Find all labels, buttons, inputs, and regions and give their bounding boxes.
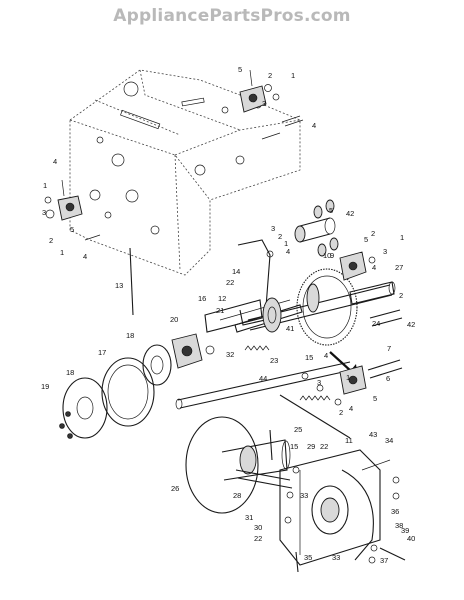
left-bearing-flange: [44, 179, 101, 241]
callout-label: 3: [383, 247, 387, 256]
callout-label: 4: [324, 351, 328, 360]
callout-label: 2: [339, 408, 343, 417]
callout-label: 26: [171, 484, 179, 493]
callout-label: 44: [259, 374, 267, 383]
callout-label: 33: [332, 553, 340, 562]
callout-label: 27: [395, 263, 403, 272]
callout-label: 5: [329, 206, 333, 215]
callout-label: 33: [300, 491, 308, 500]
callout-label: 4: [312, 121, 316, 130]
callout-label: 21: [216, 306, 224, 315]
callout-label: 24: [372, 319, 380, 328]
callout-label: 7: [387, 344, 391, 353]
callout-label: 18: [126, 331, 134, 340]
long-shaft: [175, 361, 353, 410]
callout-label: 4: [286, 247, 290, 256]
gear-axle-assembly: [247, 268, 403, 346]
callout-label: 18: [66, 368, 74, 377]
callout-label: 41: [286, 324, 294, 333]
callout-label: 15: [305, 353, 313, 362]
callout-label: 16: [198, 294, 206, 303]
callout-label: 1: [346, 373, 350, 382]
callout-label: 10: [323, 251, 331, 260]
callout-label: 15: [290, 442, 298, 451]
watermark-text: AppliancePartsPros.com: [113, 6, 351, 26]
callout-label: 22: [320, 442, 328, 451]
callout-label: 3: [42, 208, 46, 217]
callout-label: 30: [254, 523, 262, 532]
callout-label: 2: [371, 229, 375, 238]
right-bearing-flange: [301, 351, 403, 406]
callout-label: 20: [170, 315, 178, 324]
callout-label: 42: [346, 209, 354, 218]
callout-label: 31: [245, 513, 253, 522]
callout-label: 5: [364, 235, 368, 244]
gearbox-housing: [279, 449, 406, 573]
callout-label: 19: [41, 382, 49, 391]
upper-bearing-flange: [239, 69, 304, 140]
callout-label: 3: [317, 378, 321, 387]
callout-label: 23: [270, 356, 278, 365]
rod-13: [129, 247, 134, 316]
callout-label: 1: [60, 248, 64, 257]
callout-label: 2: [268, 71, 272, 80]
callout-label: 2: [278, 232, 282, 241]
callout-label: 42: [407, 320, 415, 329]
callout-label: 22: [226, 278, 234, 287]
callout-label: 35: [304, 553, 312, 562]
right-upper-flange: [339, 251, 376, 281]
callout-label: 43: [369, 430, 377, 439]
callout-label: 39: [401, 526, 409, 535]
callout-label: 32: [226, 350, 234, 359]
callout-label: 2: [49, 236, 53, 245]
callout-label: 3: [262, 99, 266, 108]
hub-assembly-left: [59, 333, 215, 439]
callout-label: 1: [43, 181, 47, 190]
callout-label: 34: [385, 436, 393, 445]
callout-label: 17: [98, 348, 106, 357]
callout-label: 4: [349, 404, 353, 413]
frame-housing: [69, 69, 301, 276]
spring-32: [244, 345, 270, 351]
callout-label: 2: [399, 291, 403, 300]
callout-label: 4: [372, 263, 376, 272]
callout-label: 4: [53, 157, 57, 166]
callout-label: 1: [291, 71, 295, 80]
spring-43: [299, 395, 331, 401]
rod-11: [279, 394, 351, 439]
callout-label: 29: [307, 442, 315, 451]
callout-label: 1: [284, 239, 288, 248]
callout-label: 22: [254, 534, 262, 543]
callout-label: 37: [380, 556, 388, 565]
roller-set: [294, 199, 339, 257]
callout-label: 11: [345, 436, 353, 445]
callout-label: 40: [407, 534, 415, 543]
callout-label: 3: [271, 224, 275, 233]
callout-label: 38: [395, 521, 403, 530]
callout-label: 25: [294, 425, 302, 434]
callout-label: 13: [115, 281, 123, 290]
callout-label: 6: [386, 374, 390, 383]
callout-label: 5: [70, 225, 74, 234]
callout-label: 12: [218, 294, 226, 303]
callout-label: 28: [233, 491, 241, 500]
callout-label: 4: [83, 252, 87, 261]
callout-label: 9: [330, 251, 334, 260]
callout-label: 14: [232, 267, 240, 276]
callout-label: 1: [400, 233, 404, 242]
callout-label: 36: [391, 507, 399, 516]
impeller-disk: [185, 416, 293, 514]
callout-label: 5: [238, 65, 242, 74]
callout-label: 5: [373, 394, 377, 403]
